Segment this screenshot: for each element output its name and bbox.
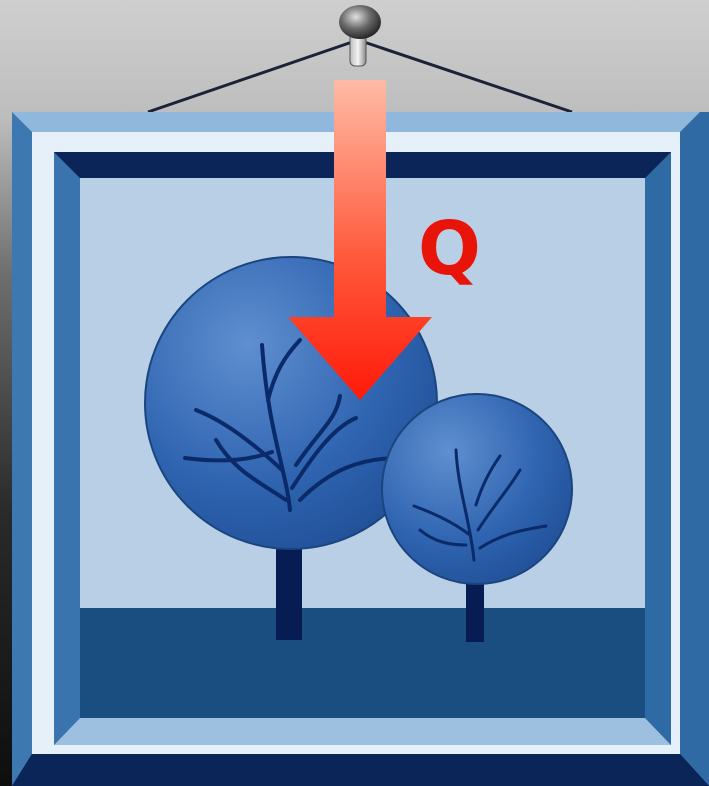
frame-left: [12, 112, 32, 786]
inner-bevel-left: [54, 152, 80, 745]
ground: [80, 608, 645, 718]
inner-bevel-bottom: [54, 718, 671, 745]
frame-right: [680, 112, 709, 786]
inner-bevel-right: [645, 152, 671, 745]
frame-bottom: [12, 754, 709, 786]
force-label: Q: [418, 206, 481, 292]
tree-icon: [382, 394, 572, 584]
